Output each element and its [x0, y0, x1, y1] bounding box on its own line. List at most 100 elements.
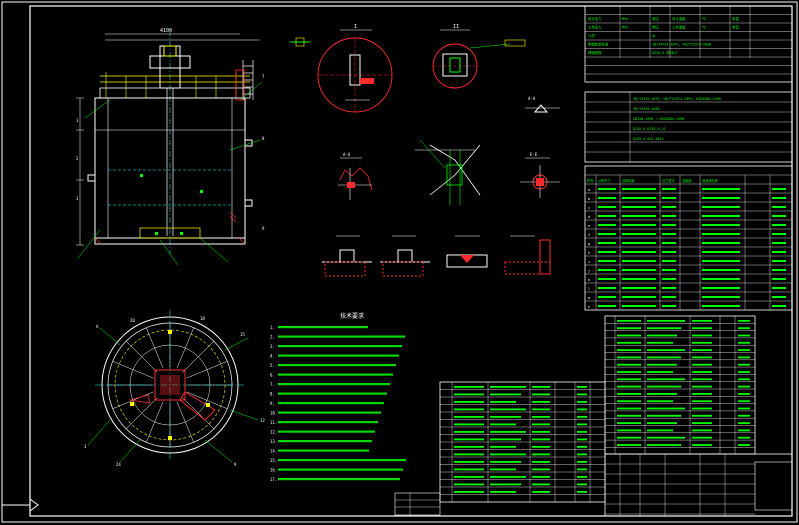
part-cell [647, 422, 677, 424]
nozzle-cell [622, 188, 656, 190]
part-cell [692, 385, 712, 388]
part-cell [577, 453, 587, 456]
note-line [278, 326, 368, 329]
nozzle-cell [702, 260, 740, 262]
spec-cell: 工作压力 [588, 25, 602, 30]
nozzle-cell [622, 215, 656, 217]
part-cell [490, 393, 521, 396]
note-line [278, 440, 372, 443]
nozzle-cell [702, 305, 740, 307]
part-cell [532, 468, 550, 471]
weld-detail-1 [322, 235, 372, 277]
inner-frame [29, 5, 793, 517]
part-cell [490, 386, 526, 388]
part-cell [647, 429, 673, 432]
nozzle-cell [598, 206, 616, 208]
nozzle-cell [622, 296, 656, 298]
part-cell [647, 363, 677, 366]
nozzle-code: c [588, 206, 590, 210]
spec-cell: 常压 [652, 25, 659, 30]
nozzle-cell [598, 197, 616, 199]
nozzle-cell [772, 215, 786, 217]
note-number: 14. [270, 449, 277, 454]
nozzle-cell [598, 269, 616, 271]
nozzle-cell [772, 269, 786, 271]
part-cell [577, 386, 587, 388]
note-number: 9. [270, 401, 275, 406]
part-cell [738, 385, 750, 388]
part-cell [647, 414, 681, 417]
standard-row: Q235-A A22 A422 [633, 137, 664, 141]
nozzle-cell [702, 224, 740, 226]
nozzle-cell [772, 305, 786, 307]
nozzle-cell [662, 206, 676, 208]
nozzle-cell [662, 215, 676, 217]
nozzle-cell [622, 278, 656, 280]
part-cell [692, 414, 712, 417]
nozzle-code: b [588, 197, 590, 201]
part-cell [490, 431, 526, 433]
part-cell [532, 483, 550, 486]
top-dimension-label: 4100 [160, 28, 172, 34]
part-cell [617, 414, 641, 417]
part-cell [532, 423, 550, 426]
standard-row: Q235-A Q235-A 21 [633, 127, 666, 131]
part-cell [490, 476, 526, 478]
part-cell [490, 401, 516, 403]
part-cell [738, 349, 750, 351]
part-cell [738, 327, 750, 330]
svg-text:A-A: A-A [343, 152, 351, 157]
nozzle-cell [662, 260, 676, 262]
note-number: 10. [270, 411, 277, 416]
part-cell [692, 407, 712, 410]
nozzle-code: k [588, 278, 591, 282]
note-line [278, 354, 399, 357]
nozzle-cell [662, 287, 676, 289]
nozzle-cell [772, 251, 786, 253]
note-line [278, 421, 378, 424]
part-cell [647, 356, 681, 359]
nozzle-table: 符号公称尺寸连接标准法兰型式连接面用途或名称abcdefghijklmn [584, 165, 793, 311]
part-cell [490, 438, 521, 441]
part-cell [692, 341, 712, 344]
part-cell [532, 476, 550, 478]
spec-cell: MPa [622, 17, 628, 21]
part-cell [454, 491, 484, 493]
nozzle-cell [622, 305, 656, 307]
part-cell [490, 461, 521, 463]
part-cell [490, 491, 516, 493]
spec-cell: 设计温度 [672, 16, 686, 21]
technical-notes: 技术要求 1.2.3.4.5.6.7.8.9.10.11.12.13.14.15… [270, 312, 406, 482]
svg-text:II: II [453, 24, 459, 30]
part-cell [577, 423, 587, 426]
note-line [278, 373, 393, 376]
part-cell [454, 446, 484, 448]
part-cell [577, 401, 587, 403]
svg-text:1: 1 [76, 118, 79, 123]
nozzle-code: g [588, 242, 590, 246]
part-cell [692, 320, 712, 322]
svg-text:E-E: E-E [530, 152, 538, 157]
part-cell [577, 438, 587, 441]
nozzle-header: 连接面 [682, 178, 692, 183]
nozzle-cell [702, 215, 740, 217]
part-cell [647, 378, 685, 381]
part-cell [577, 468, 587, 471]
part-cell [647, 371, 673, 373]
nozzle-cell [622, 269, 656, 271]
revision-block [394, 492, 441, 516]
parts-list-left [439, 381, 606, 503]
part-cell [617, 378, 641, 381]
part-cell [738, 334, 750, 337]
nozzle-code: j [588, 269, 590, 273]
part-cell [617, 444, 641, 446]
nozzle-cell [662, 197, 676, 199]
nozzle-cell [598, 278, 616, 280]
weld-detail-4 [504, 235, 551, 275]
part-cell [532, 491, 550, 493]
nozzle-cell [598, 188, 616, 190]
nozzle-code: d [588, 215, 590, 219]
nozzle-header: 符号 [587, 178, 593, 183]
part-cell [490, 416, 521, 418]
